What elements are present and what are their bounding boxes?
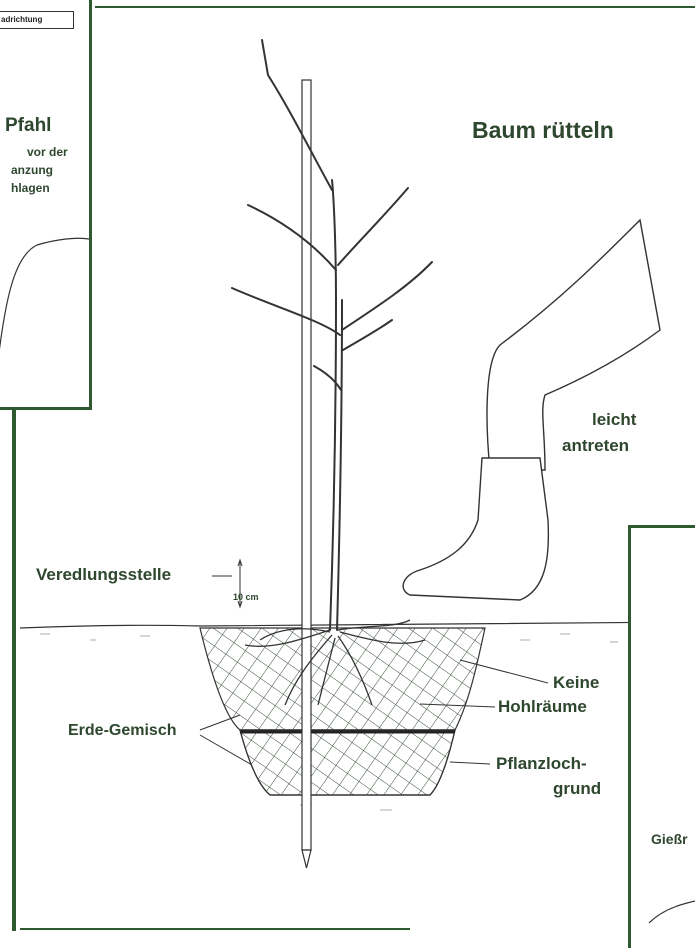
panel-line-2: anzung <box>11 163 53 177</box>
depth-label: 10 cm <box>233 592 259 602</box>
right-panel-sketch <box>639 868 695 928</box>
left-inset-panel: adrichtung Pfahl vor der anzung hlagen <box>0 0 92 410</box>
no-voids-label-line1: Keine <box>553 673 599 693</box>
no-voids-label-line2: Hohlräume <box>498 697 587 717</box>
panel-line-3: hlagen <box>11 181 50 195</box>
right-inset-panel: Gießr <box>628 525 695 948</box>
ground-line <box>20 622 690 628</box>
title: Baum rütteln <box>472 117 614 144</box>
panel-line-1: vor der <box>27 145 68 159</box>
soil-mix-label: Erde-Gemisch <box>68 722 176 740</box>
tree <box>232 40 432 630</box>
planting-pit-base <box>240 730 455 795</box>
pit-bottom-label-line2: grund <box>553 779 601 799</box>
step-label-line1: leicht <box>592 410 636 430</box>
direction-tag: adrichtung <box>0 11 74 29</box>
watering-partial-label: Gießr <box>651 831 688 847</box>
graft-point-label: Veredlungsstelle <box>36 565 171 585</box>
pit-bottom-label-line1: Pflanzloch- <box>496 754 587 774</box>
direction-tag-text: adrichtung <box>1 15 42 24</box>
panel-mound-sketch <box>0 227 89 427</box>
step-label-line2: antreten <box>562 436 629 456</box>
stake-heading: Pfahl <box>5 115 51 137</box>
stake-tip <box>302 850 311 868</box>
tree-stake <box>302 80 311 850</box>
